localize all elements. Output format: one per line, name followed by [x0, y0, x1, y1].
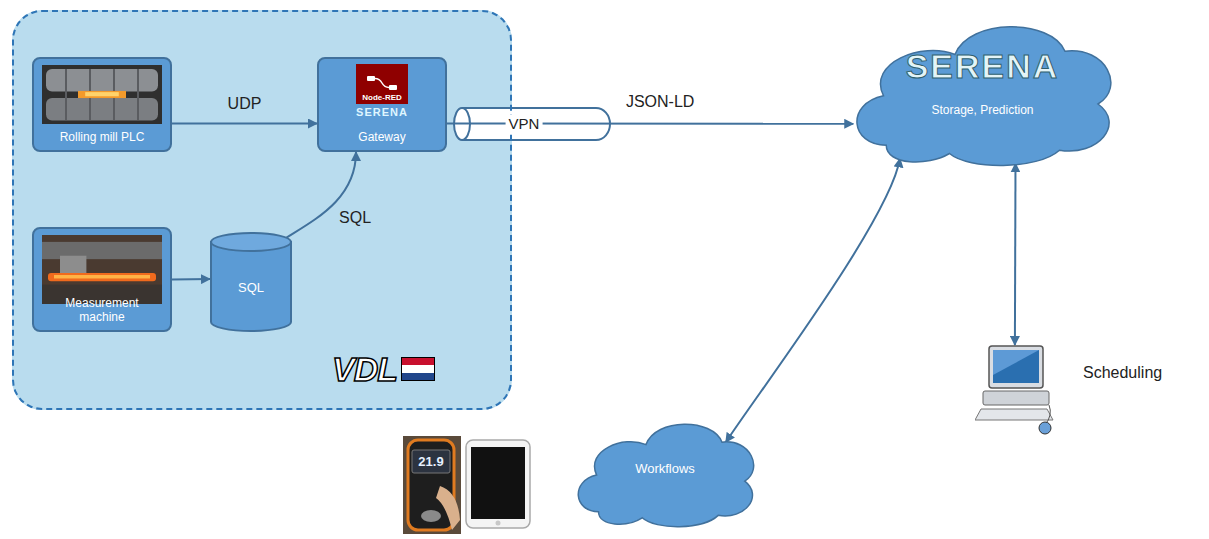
edge-label: SQL: [336, 209, 374, 228]
device-box: Rolling mill PLC: [32, 57, 172, 152]
gauge-reading: 21.9: [415, 454, 446, 470]
measurement-photo: [42, 235, 162, 304]
edge-label: UDP: [225, 94, 265, 113]
connector-arrow: [280, 152, 356, 242]
cloud-outline: [845, 5, 1120, 170]
company-logo: VDL: [332, 352, 397, 386]
edge-label: JSON-LD: [623, 92, 697, 111]
tunnel-label: VPN: [506, 115, 543, 133]
tablet: [466, 440, 530, 528]
connector-arrow: [726, 158, 900, 442]
cloud-label: Storage, Prediction: [931, 103, 1033, 117]
node-red-logo: Node-RED: [356, 64, 408, 104]
computer-node: Scheduling: [975, 345, 1185, 437]
gateway-box: Node-RED SERENA Gateway: [317, 57, 447, 152]
thickness-gauge: [403, 436, 461, 534]
logo-text: SERENA: [356, 107, 408, 118]
device-label: Measurement machine: [54, 297, 150, 325]
cloud-shape: Workflows: [570, 408, 760, 530]
rolling-mill-photo: [42, 65, 162, 124]
connector-arrow: [172, 123, 317, 125]
flow-icon: [366, 74, 398, 92]
cloud-label: Workflows: [635, 461, 695, 477]
computer-icon: [975, 345, 1055, 435]
logo-group: VDL: [332, 352, 435, 386]
logo-text: Node-RED: [362, 94, 402, 102]
database-cylinder: SQL: [210, 232, 292, 332]
node-caption: Scheduling: [1083, 363, 1162, 382]
device-box: Measurement machine: [32, 227, 172, 332]
serena-logo: SERENA: [906, 49, 1060, 83]
box-label: Gateway: [358, 131, 405, 145]
site-region: VDL Rolling mill PLC Node-RED SERENA Gateway…: [12, 10, 512, 410]
dutch-flag: [401, 357, 435, 381]
database-label: SQL: [238, 280, 264, 295]
connector-arrow: [172, 278, 210, 281]
device-label: Rolling mill PLC: [60, 131, 145, 145]
cloud-shape: SERENA Storage, Prediction: [845, 5, 1120, 170]
connector-arrow: [1014, 163, 1017, 345]
